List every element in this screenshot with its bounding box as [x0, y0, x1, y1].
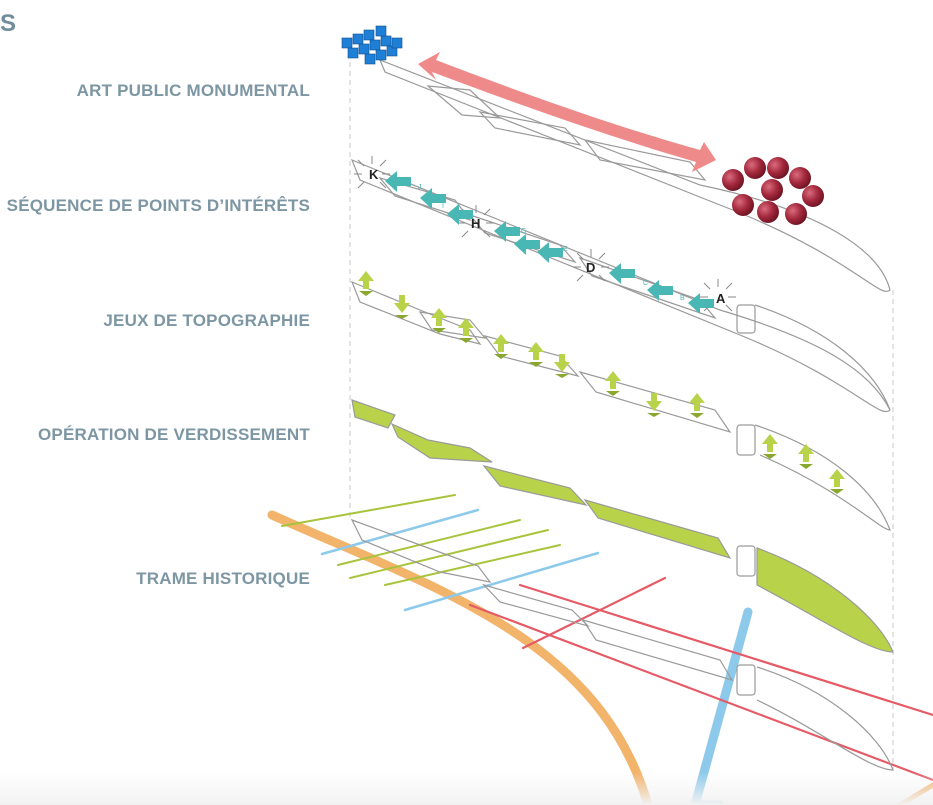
minor-letter-i: I	[442, 203, 444, 210]
poi-letter-a: A	[716, 291, 726, 306]
trame-outlines	[350, 518, 894, 771]
label-jeux-de-topographie: JEUX DE TOPOGRAPHIE	[103, 311, 310, 330]
art-arrow	[418, 52, 716, 172]
label-sequence-points-interets: SÉQUENCE DE POINTS D’INTÉRÊTS	[6, 196, 310, 215]
layer-greening	[351, 399, 894, 653]
teal-arrows	[385, 171, 714, 314]
guide-lines	[349, 62, 894, 770]
minor-letter-b: B	[680, 295, 685, 302]
poi-letter-h: H	[471, 216, 480, 231]
minor-letter-g: G	[521, 228, 526, 235]
layer-topography	[350, 280, 891, 531]
poi-letter-d: D	[586, 260, 595, 275]
minor-letter-f: F	[531, 240, 535, 247]
layer-art-public	[378, 58, 891, 292]
point-bursts	[353, 155, 737, 312]
minor-letter-e: E	[563, 246, 568, 253]
minor-letter-j: J	[418, 184, 422, 191]
title-fragment: S	[0, 10, 17, 37]
label-art-public-monumental: ART PUBLIC MONUMENTAL	[76, 81, 310, 100]
label-trame-historique: TRAME HISTORIQUE	[136, 569, 310, 588]
minor-letters: J I G F E C B	[418, 184, 685, 302]
poi-letters: K H D A	[369, 167, 726, 306]
red-spheres	[722, 157, 824, 225]
bottom-fade	[0, 772, 933, 805]
layer-trame	[267, 494, 933, 805]
blue-cubes	[341, 25, 403, 65]
minor-letter-c: C	[643, 280, 648, 287]
label-operation-de-verdissement: OPÉRATION DE VERDISSEMENT	[38, 425, 310, 444]
poi-letter-k: K	[369, 167, 379, 182]
